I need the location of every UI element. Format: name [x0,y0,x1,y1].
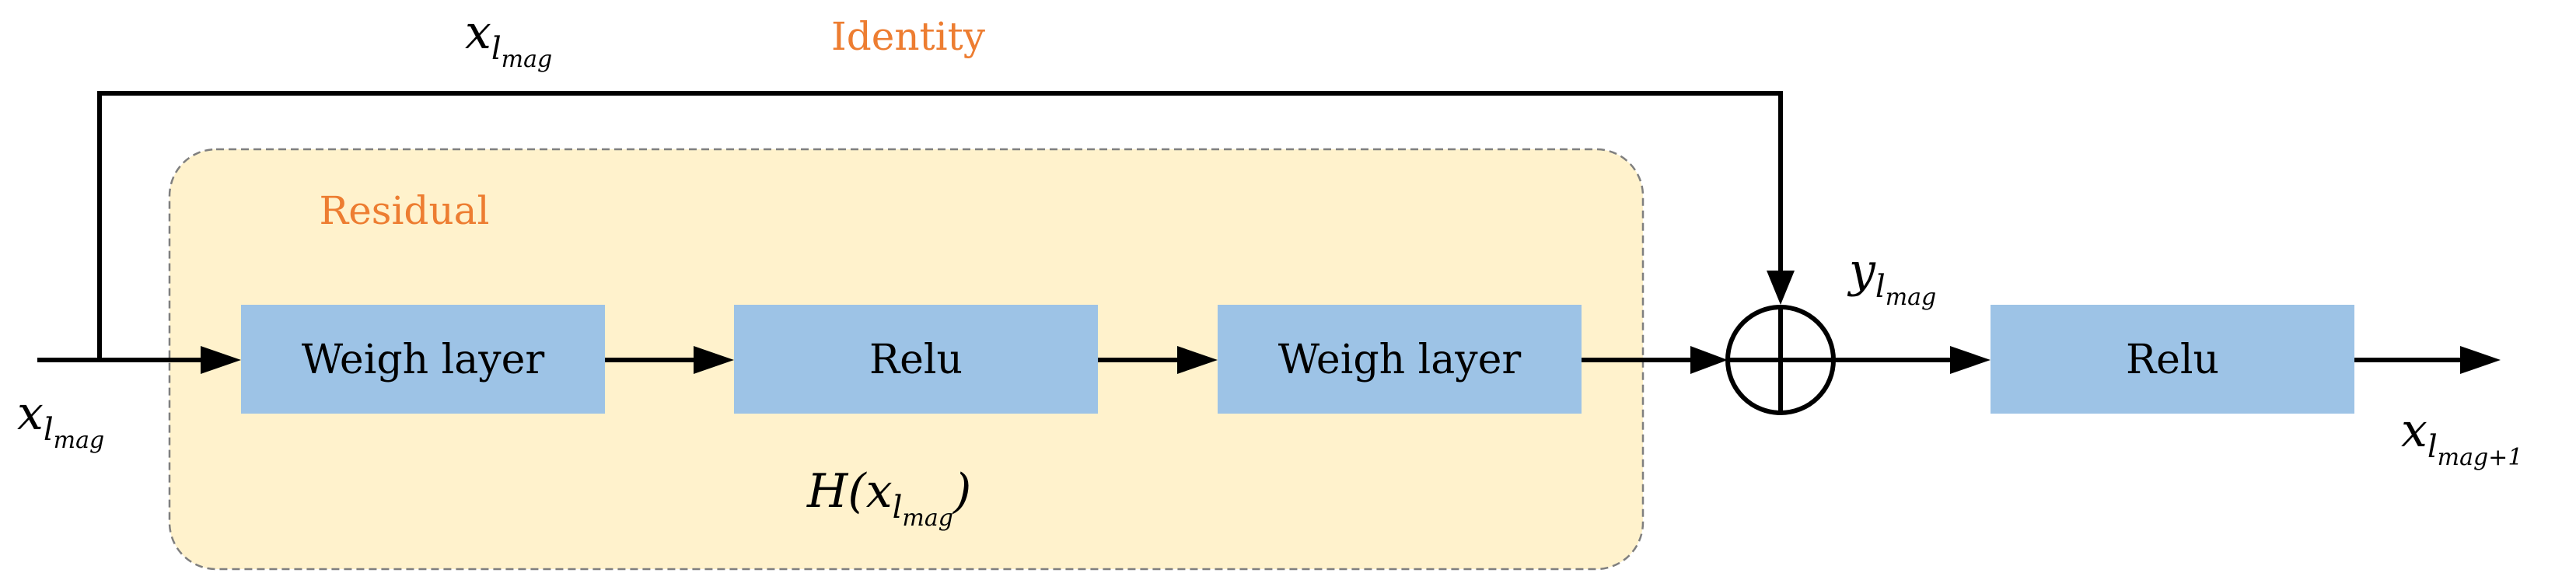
x-input-math: xlmag [17,386,104,454]
residual-label: Residual [320,188,490,233]
identity-arrowhead [1767,271,1795,305]
weigh-layer-1-label: Weigh layer [302,337,545,383]
x-output-math: xlmag+1 [2401,404,2522,471]
arrow-weigh1-to-relu1-head [694,346,734,374]
weigh-layer-2-label: Weigh layer [1278,337,1522,383]
output-arrowhead [2460,346,2501,374]
relu-2-block [1991,305,2354,414]
x-top-math: xlmag [465,5,552,73]
weigh-layer-2-block [1218,305,1582,414]
relu-2-label: Relu [2126,337,2219,383]
arrow-weigh2-to-sum-head [1690,346,1728,374]
identity-skip-connection [97,91,1783,360]
input-arrowhead [201,346,241,374]
relu-1-block [734,305,1098,414]
weigh-layer-1-block [241,305,605,414]
y-sum-math: ylmag [1847,243,1936,311]
circle-plus-icon [1725,305,1836,415]
h-function-math: H(xlmag) [806,464,971,532]
arrow-sum-to-relu2-head [1950,346,1991,374]
relu-1-label: Relu [869,337,963,383]
arrow-relu1-to-weigh2-head [1177,346,1218,374]
identity-label: Identity [831,14,986,59]
